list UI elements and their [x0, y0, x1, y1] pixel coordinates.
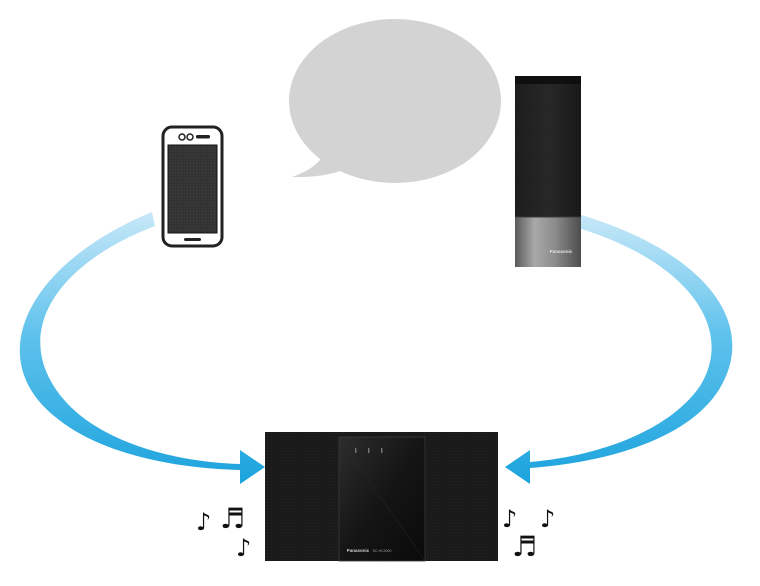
music-note-icon: ♪ — [502, 505, 517, 533]
music-notes-left: ♪ ♬ ♪ — [196, 502, 251, 562]
stereo-brand-label: Panasonic — [347, 548, 370, 553]
smartphone-icon — [161, 125, 224, 248]
stereo-model-label: SC-HC2000 — [373, 549, 392, 553]
left-arrow-icon — [19, 212, 266, 484]
speech-bubble-icon — [289, 19, 501, 183]
music-note-icon: ♪ — [540, 505, 555, 533]
music-notes-right: ♪ ♪ ♬ — [502, 505, 555, 563]
music-note-icon: ♬ — [512, 530, 537, 563]
stereo-system-icon: Panasonic SC-HC2000 — [265, 432, 498, 562]
right-arrow-icon — [505, 214, 733, 484]
speaker-brand-label: Panasonic — [550, 249, 573, 254]
music-note-icon: ♬ — [220, 502, 245, 535]
music-note-icon: ♪ — [196, 508, 211, 536]
smart-speaker-icon: Panasonic — [515, 76, 581, 267]
music-note-icon: ♪ — [236, 534, 251, 562]
